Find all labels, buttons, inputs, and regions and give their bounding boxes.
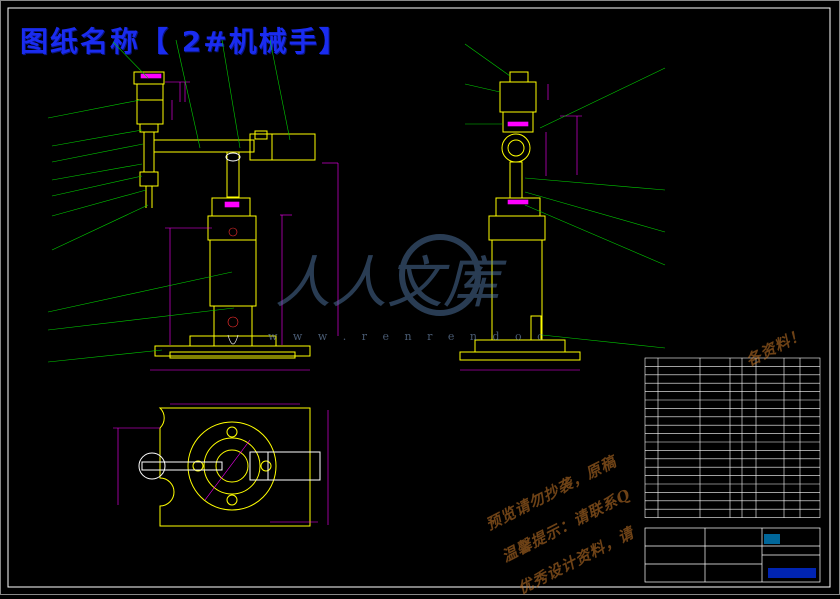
top-dimensions xyxy=(113,403,329,525)
parts-list xyxy=(644,357,821,518)
inner-frame xyxy=(7,7,831,588)
watermark-logo-text: 人人文库 xyxy=(275,251,507,316)
drawing-title: 图纸名称【 2#机械手】 xyxy=(20,25,349,58)
side-leaders xyxy=(464,43,666,349)
watermark-site: w w w . r e n r e n d o c xyxy=(268,330,550,343)
watermark-logo: 人人文库 xyxy=(275,234,507,316)
side-dimensions xyxy=(460,84,582,371)
front-leaders xyxy=(47,39,291,363)
top-view xyxy=(138,407,321,527)
front-dimensions xyxy=(140,73,339,371)
title-block xyxy=(644,527,821,583)
side-view xyxy=(459,71,581,361)
parts-list-frame xyxy=(644,357,821,518)
